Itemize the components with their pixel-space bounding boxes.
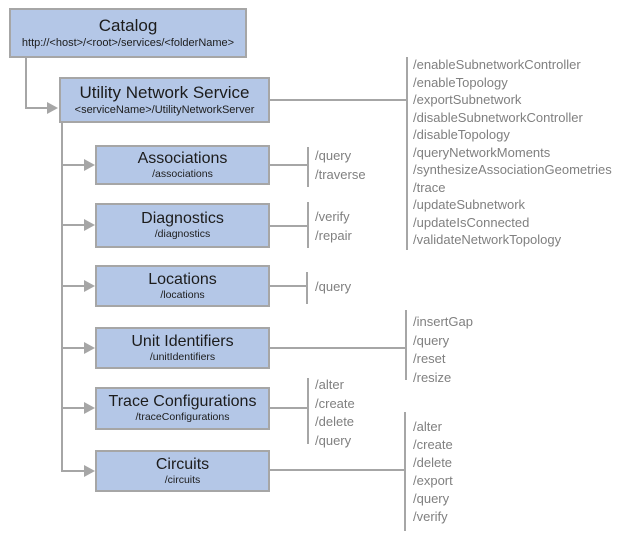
ops-bar-associations — [307, 147, 309, 187]
node-circuits-title: Circuits — [155, 455, 210, 473]
arrowhead-icon — [84, 465, 95, 477]
arrowhead-icon — [84, 402, 95, 414]
node-locations: Locations /locations — [95, 265, 270, 307]
connector-branch-trace-configurations — [62, 407, 84, 409]
op-item: /disableSubnetworkController — [413, 109, 583, 125]
op-item: /disableTopology — [413, 127, 510, 142]
arrowhead-icon — [47, 102, 58, 114]
op-item: /exportSubnetwork — [413, 92, 522, 107]
op-item: /updateIsConnected — [413, 214, 530, 230]
op-item: /verify — [315, 209, 350, 224]
node-trace-configurations-title: Trace Configurations — [108, 393, 257, 410]
ops-list-diagnostics: /verify /repair — [315, 207, 352, 245]
op-item: /alter — [315, 377, 344, 392]
op-item: /query — [315, 432, 352, 448]
op-item: /create — [413, 437, 453, 452]
node-trace-configurations-subtitle: /traceConfigurations — [135, 411, 230, 423]
node-circuits-subtitle: /circuits — [164, 473, 201, 486]
node-diagnostics: Diagnostics /diagnostics — [95, 203, 270, 248]
connector-branch-circuits — [62, 470, 84, 472]
node-catalog-subtitle: http://<host>/<root>/services/<folderNam… — [21, 37, 235, 49]
connector-branch-locations — [62, 285, 84, 287]
connector-unit-identifiers-ops — [270, 347, 406, 349]
op-item: /query — [315, 279, 352, 294]
connector-circuits-ops — [270, 469, 405, 471]
node-associations-title: Associations — [137, 149, 228, 167]
node-service-title: Utility Network Service — [79, 83, 250, 102]
op-item: /query — [413, 491, 450, 506]
node-catalog: Catalog http://<host>/<root>/services/<f… — [9, 8, 247, 58]
ops-list-circuits: /alter /create /delete /export /query /v… — [413, 418, 453, 526]
op-item: /create — [315, 395, 355, 411]
node-unit-identifiers-title: Unit Identifiers — [131, 332, 234, 350]
connector-service-ops — [270, 99, 407, 101]
op-item: /enableSubnetworkController — [413, 57, 581, 72]
ops-bar-service — [406, 57, 408, 250]
op-item: /trace — [413, 179, 446, 195]
connector-diagnostics-ops — [270, 225, 308, 227]
ops-bar-trace-configurations — [307, 378, 309, 444]
ops-list-associations: /query /traverse — [315, 146, 366, 184]
op-item: /queryNetworkMoments — [413, 144, 551, 160]
node-catalog-title: Catalog — [98, 16, 158, 35]
op-item: /updateSubnetwork — [413, 197, 526, 212]
connector-locations-ops — [270, 285, 307, 287]
op-item: /export — [413, 473, 453, 488]
arrowhead-icon — [84, 159, 95, 171]
op-item: /reset — [413, 351, 446, 366]
ops-bar-locations — [306, 272, 308, 304]
arrowhead-icon — [84, 280, 95, 292]
op-item: /query — [315, 148, 352, 163]
node-trace-configurations: Trace Configurations /traceConfiguration… — [95, 387, 270, 430]
ops-list-trace-configurations: /alter /create /delete /query — [315, 376, 355, 450]
node-diagnostics-title: Diagnostics — [141, 210, 224, 227]
op-item: /traverse — [315, 167, 366, 182]
connector-catalog-drop — [25, 58, 27, 109]
connector-associations-ops — [270, 164, 308, 166]
connector-branch-unit-identifiers — [62, 347, 84, 349]
op-item: /validateNetworkTopology — [413, 232, 562, 247]
connector-service-trunk — [61, 123, 63, 472]
ops-list-unit-identifiers: /insertGap /query /reset /resize — [413, 313, 473, 387]
op-item: /alter — [413, 419, 442, 434]
ops-list-locations: /query — [315, 277, 351, 296]
node-circuits: Circuits /circuits — [95, 450, 270, 492]
ops-bar-circuits — [404, 412, 406, 531]
op-item: /query — [413, 332, 450, 348]
op-item: /resize — [413, 369, 452, 385]
op-item: /repair — [315, 228, 352, 243]
node-locations-title: Locations — [148, 270, 217, 288]
ops-bar-unit-identifiers — [405, 310, 407, 380]
node-unit-identifiers: Unit Identifiers /unitIdentifiers — [95, 327, 270, 369]
op-item: /insertGap — [413, 314, 473, 329]
ops-bar-diagnostics — [307, 202, 309, 248]
op-item: /enableTopology — [413, 74, 508, 90]
connector-branch-diagnostics — [62, 224, 84, 226]
node-associations-subtitle: /associations — [152, 167, 213, 180]
node-unit-identifiers-subtitle: /unitIdentifiers — [149, 350, 216, 363]
op-item: /verify — [413, 509, 448, 524]
ops-list-service: /enableSubnetworkController /enableTopol… — [413, 56, 612, 249]
arrowhead-icon — [84, 219, 95, 231]
connector-branch-associations — [62, 164, 84, 166]
node-locations-subtitle: /locations — [160, 288, 205, 301]
node-utility-network-service: Utility Network Service <serviceName>/Ut… — [59, 77, 270, 123]
op-item: /delete — [315, 414, 355, 429]
arrowhead-icon — [84, 342, 95, 354]
node-diagnostics-subtitle: /diagnostics — [154, 228, 211, 240]
node-service-subtitle: <serviceName>/UtilityNetworkServer — [74, 104, 255, 116]
connector-trace-configurations-ops — [270, 407, 308, 409]
node-associations: Associations /associations — [95, 145, 270, 185]
connector-catalog-arm — [25, 107, 48, 109]
op-item: /synthesizeAssociationGeometries — [413, 162, 612, 177]
op-item: /delete — [413, 455, 453, 470]
